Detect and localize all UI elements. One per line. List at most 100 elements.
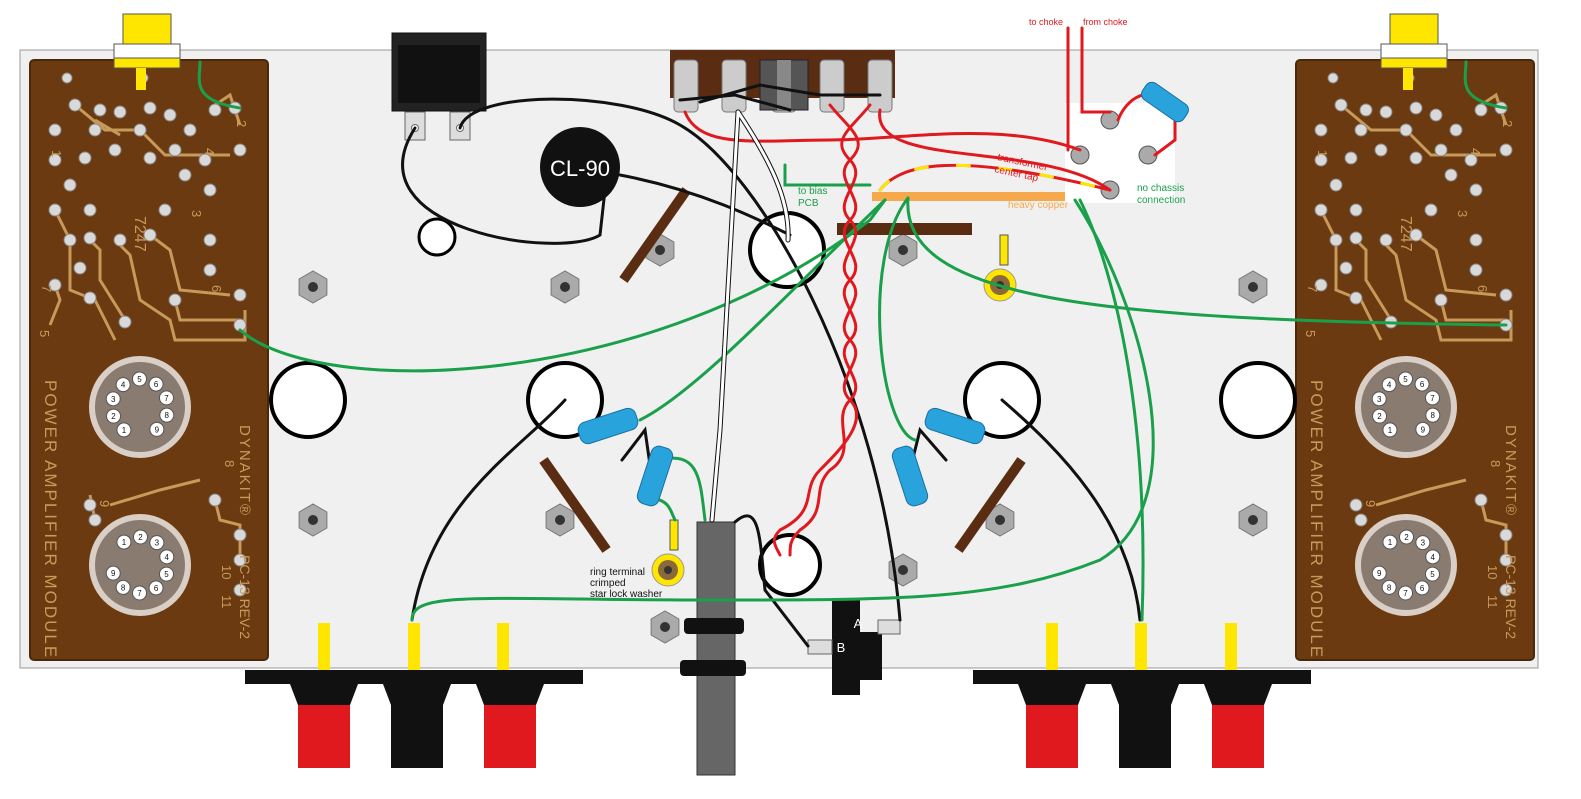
label-to-bias-1: to bias [798,186,827,197]
socket-pin [132,371,148,387]
socket-pin-number: 8 [165,411,170,420]
label-to-bias-2: PCB [798,198,819,209]
socket-pin [158,390,174,406]
hex-nut-hole [655,245,665,255]
rca-jack-left [113,13,181,90]
socket-pin-number: 1 [1388,538,1393,547]
socket-pin-number: 6 [154,584,159,593]
socket-pin [1414,580,1430,596]
socket-pin-number: 9 [155,425,160,434]
copper-bus [872,192,1098,201]
socket-pin [1382,534,1398,550]
wire-green-right-input [906,196,1508,327]
socket-pin [1372,408,1388,424]
switch-label-a: A [854,616,863,631]
socket-pin-number: 1 [122,538,127,547]
socket-pin-number: 8 [1431,411,1436,420]
left-board-model: 7247 [131,216,148,252]
socket-pin [1382,422,1398,438]
switch-label-b: B [837,640,846,655]
ground-lug-right [983,234,1017,302]
left-pin-label: 5 [37,330,52,337]
socket-pin-number: 4 [165,553,170,562]
socket-pin-number: 7 [1430,394,1435,403]
socket-pin [105,565,121,581]
socket-pin-number: 2 [138,533,143,542]
wires [197,26,1508,648]
hex-nut-hole [308,515,318,525]
speaker-terminals-left [245,623,583,768]
socket-pin [1425,407,1441,423]
wire-black-switch-to-ab [458,97,902,622]
socket-pin-number: 1 [122,426,127,435]
socket-pin [1398,529,1414,545]
wire-black-switch-to-ntc [401,126,607,245]
right-pin-label: 4 [1468,148,1483,155]
left-pin-label: 9 [97,500,112,507]
thermistor-cl90: CL-90 [540,127,620,207]
socket-pin-number: 9 [1421,425,1426,434]
right-pin-label: 8 [1488,460,1503,467]
socket-pin [149,421,165,437]
socket-pin-number: 3 [155,539,160,548]
hex-nut-hole [308,282,318,292]
socket-pin [1424,566,1440,582]
socket-pin [115,377,131,393]
right-pin-label: 10 [1485,565,1500,579]
socket-pin-number: 7 [1403,589,1408,598]
choke-terminal-block [1065,103,1175,203]
left-pcb: 7247 POWER AMPLIFIER MODULE DYNAKIT® PC-… [29,59,269,661]
socket-pin [159,407,175,423]
socket-pin [1371,565,1387,581]
left-pin-label: 2 [234,120,249,127]
label-to-choke: to choke [1029,17,1063,27]
right-pin-label: 11 [1485,595,1500,609]
power-cord [680,521,746,776]
hex-nut-hole [898,565,908,575]
socket-pin-number: 9 [111,569,116,578]
socket-pin-number: 6 [1420,380,1425,389]
socket-pin [106,408,122,424]
wire-black-right-speaker [1000,398,1142,622]
hex-nut-hole [1248,282,1258,292]
wire-black-left-speaker [410,398,567,622]
label-no-chassis-2: connection [1137,195,1185,206]
socket-pin [1381,579,1397,595]
socket-pin-number: 2 [111,412,116,421]
socket-pin [105,391,121,407]
right-pin-label: 9 [1363,500,1378,507]
right-pcb: 7247 POWER AMPLIFIER MODULE DYNAKIT® PC-… [1295,59,1535,661]
left-pin-label: 11 [219,595,234,609]
socket-pin [149,535,165,551]
socket-pin-number: 4 [1431,553,1436,562]
socket-pin-number: 5 [1430,570,1435,579]
socket-pin [1414,376,1430,392]
socket-pin-number: 1 [1388,426,1393,435]
socket-pin-number: 7 [164,394,169,403]
rca-jack-right [1380,13,1448,90]
right-board-brand: DYNAKIT® [1502,425,1519,517]
hex-nut-hole [555,515,565,525]
socket-pin [1381,377,1397,393]
resistors [577,81,1189,507]
socket-pin [148,580,164,596]
wire-green-left-input [238,198,887,373]
hex-nut-hole [1248,515,1258,525]
socket-pin [1425,549,1441,565]
hex-nut-hole [660,622,670,632]
socket-pin [1398,585,1414,601]
left-pin-label: 8 [222,460,237,467]
socket-pin [1415,421,1431,437]
socket-pin [116,534,132,550]
hex-nut-hole [560,282,570,292]
socket-pin [158,566,174,582]
hex-nut-hole [995,515,1005,525]
label-from-choke: from choke [1083,17,1128,27]
right-pin-label: 2 [1500,120,1515,127]
socket-pin-number: 3 [111,395,116,404]
left-board-title: POWER AMPLIFIER MODULE [41,380,60,659]
socket-pin [148,376,164,392]
right-pin-label: 5 [1303,330,1318,337]
label-heavy-copper: heavy copper [1008,200,1069,211]
socket-pin [1415,535,1431,551]
